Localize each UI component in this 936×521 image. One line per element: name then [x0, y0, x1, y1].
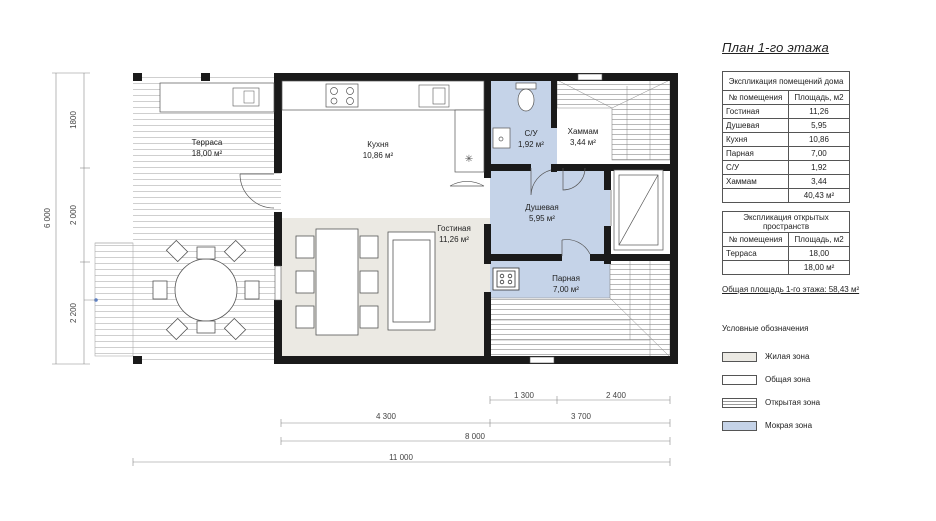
dim-11000: 11 000: [389, 453, 413, 462]
dim-4300: 4 300: [376, 412, 397, 421]
door-swings: [239, 167, 612, 256]
open-col-area: Площадь, м2: [788, 232, 850, 247]
open-col-number: № помещения: [721, 232, 790, 247]
fridge-icon: ✳: [465, 154, 473, 165]
open-total: 18,00 м²: [788, 260, 850, 275]
house-table-caption: Экспликация помещений дома: [722, 71, 850, 91]
living-name: Гостиная: [437, 224, 471, 233]
hammam-name: Хаммам: [568, 127, 599, 136]
terrace-area: 18,00 м²: [192, 149, 223, 158]
floor-plan: ✳ Терраса 18,00 м² Кухня 10,86 м² С/У 1,…: [43, 72, 678, 466]
empty-cell: [721, 260, 790, 275]
room-name: Терраса: [721, 246, 790, 261]
room-area: 10,86: [787, 132, 851, 147]
empty-cell: [722, 188, 789, 203]
house-explication-table: Экспликация помещений дома № помещения П…: [722, 71, 851, 203]
hammam-area: 3,44 м²: [570, 138, 596, 147]
room-area: 1,92: [787, 160, 851, 175]
dim-2200: 2 200: [69, 302, 78, 323]
wc-area: 1,92 м²: [518, 140, 544, 149]
shower-name: Душевая: [525, 203, 558, 212]
hammam-bench: [556, 79, 671, 161]
legend-item-wet: Мокрая зона: [722, 414, 932, 437]
room-area: 7,00: [787, 146, 851, 161]
open-explication-table: Экспликация открытых пространств № помещ…: [721, 211, 850, 275]
windows: [274, 73, 603, 364]
legend-item-open: Открытая зона: [722, 391, 932, 414]
cooktop: [325, 83, 359, 108]
common-swatch: [722, 374, 757, 385]
legend-label: Жилая зона: [765, 352, 810, 361]
room-name: Душевая: [722, 118, 789, 133]
legend-item-common: Общая зона: [722, 368, 932, 391]
explication-panel: План 1-го этажа Экспликация помещений до…: [721, 40, 932, 437]
living-furniture: [295, 228, 436, 336]
legend-item-living: Жилая зона: [722, 345, 932, 368]
room-name: Хаммам: [722, 174, 789, 189]
legend-title: Условные обозначения: [722, 324, 809, 333]
house-col-number: № помещения: [722, 90, 789, 105]
terrace-name: Терраса: [192, 138, 223, 147]
terrace-dining-set: [152, 239, 260, 341]
sauna-stove: [492, 267, 520, 291]
shower-cabin: [613, 169, 664, 251]
dim-8000: 8 000: [465, 432, 486, 441]
walls: [133, 73, 678, 364]
dim-1800: 1800: [69, 111, 78, 129]
total-floor-area: Общая площадь 1-го этажа: 58,43 м²: [722, 285, 860, 294]
house-total: 40,43 м²: [787, 188, 851, 203]
dim-1300: 1 300: [514, 391, 535, 400]
bottom-dimensions: [132, 396, 671, 466]
dim-3700: 3 700: [571, 412, 592, 421]
living-swatch: [722, 351, 757, 362]
room-area: 18,00: [788, 246, 850, 261]
legend-label: Общая зона: [765, 375, 811, 384]
room-name: Кухня: [722, 132, 789, 147]
room-area: 5,95: [787, 118, 851, 133]
kitchen-area: 10,86 м²: [363, 151, 394, 160]
panel-title: План 1-го этажа: [722, 40, 829, 55]
room-name: С/У: [722, 160, 789, 175]
shower-zone: [490, 168, 610, 260]
left-dimensions: [52, 72, 90, 365]
room-area: 11,26: [787, 104, 851, 119]
shower-area: 5,95 м²: [529, 214, 555, 223]
dim-2400: 2 400: [606, 391, 627, 400]
dim-6000: 6 000: [43, 207, 52, 228]
steam-area: 7,00 м²: [553, 285, 579, 294]
legend-label: Мокрая зона: [765, 421, 813, 430]
kitchen-counter-side: [454, 109, 485, 173]
room-area: 3,44: [787, 174, 851, 189]
open-table-caption: Экспликация открытых пространств: [722, 211, 850, 233]
legend-label: Открытая зона: [765, 398, 821, 407]
kitchen-name: Кухня: [367, 140, 388, 149]
wc-name: С/У: [524, 129, 538, 138]
room-name: Парная: [722, 146, 789, 161]
dim-2000: 2 000: [69, 204, 78, 225]
room-name: Гостиная: [722, 104, 789, 119]
kitchen-sink: [418, 84, 450, 108]
open-swatch: [722, 397, 757, 408]
living-area: 11,26 м²: [439, 235, 469, 244]
kitchen-counter: [281, 80, 485, 111]
steam-name: Парная: [552, 274, 580, 283]
terrace-stairs: [94, 242, 134, 357]
house-col-area: Площадь, м2: [787, 90, 851, 105]
wet-swatch: [722, 420, 757, 431]
wc-fixtures: [492, 82, 537, 149]
